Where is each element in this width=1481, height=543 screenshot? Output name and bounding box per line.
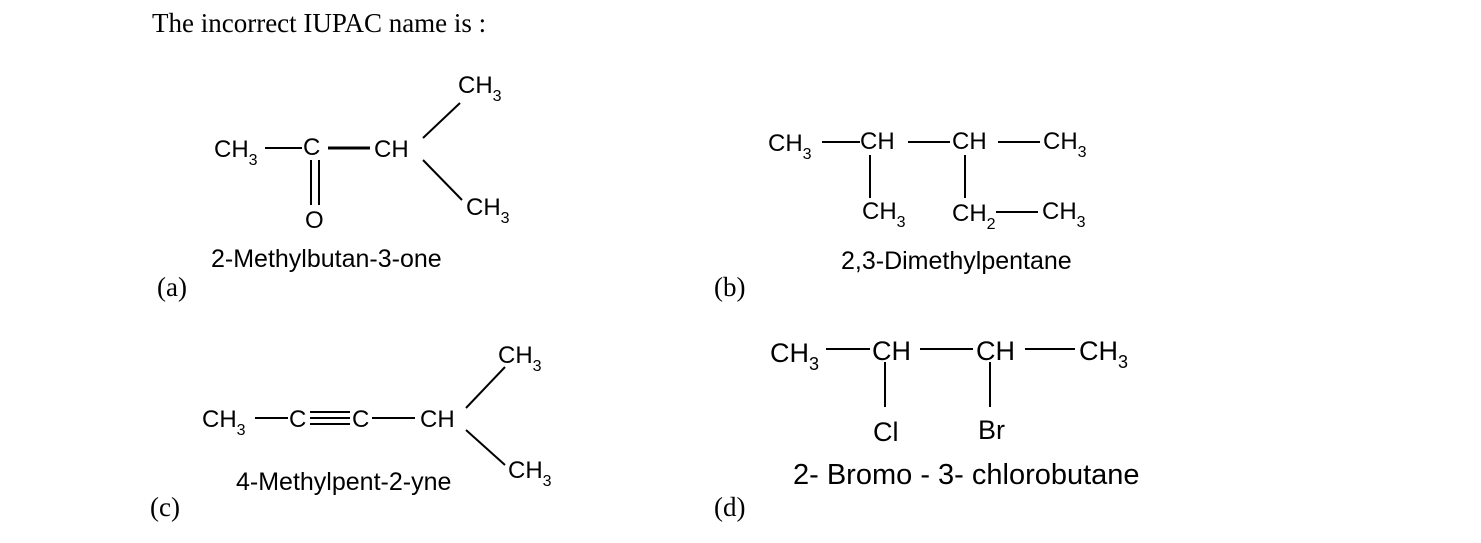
atom-b-ch3-end: CH3 (1042, 198, 1086, 231)
question-text: The incorrect IUPAC name is : (152, 8, 487, 38)
atom-d-br: Br (978, 415, 1005, 445)
name-d: 2- Bromo - 3- chlorobutane (793, 459, 1140, 491)
atom-b-ch-2: CH (860, 128, 895, 155)
atom-d-ch-b: CH (976, 336, 1015, 366)
atom-a-ch3-top: CH3 (458, 72, 502, 105)
option-label-c: (c) (150, 492, 180, 522)
atom-c-c1: C (289, 406, 306, 433)
atom-c-ch3-bottom: CH3 (508, 457, 552, 490)
atom-b-ch-3: CH (952, 128, 987, 155)
atom-a-o: O (305, 207, 324, 234)
atom-d-ch3-left: CH3 (770, 338, 819, 374)
atom-a-ch: CH (374, 136, 409, 163)
atom-b-ch3-branch: CH3 (862, 198, 906, 231)
bond-a-up (422, 102, 461, 139)
atom-b-ch3-left: CH3 (768, 130, 812, 163)
atom-a-ch3-left: CH3 (214, 136, 258, 169)
atom-a-ch3-bottom: CH3 (466, 194, 510, 227)
atom-d-ch-a: CH (872, 336, 911, 366)
bond-c-up (465, 366, 506, 409)
option-label-a: (a) (157, 272, 187, 302)
option-label-b: (b) (714, 272, 746, 302)
atom-d-ch3-right: CH3 (1079, 336, 1128, 372)
atom-b-ch3-right: CH3 (1043, 128, 1087, 161)
name-c: 4-Methylpent-2-yne (236, 468, 452, 496)
atom-b-ch2: CH2 (952, 200, 996, 233)
option-label-d: (d) (714, 492, 746, 522)
atom-c-ch3-left: CH3 (202, 406, 246, 439)
name-a: 2-Methylbutan-3-one (211, 245, 442, 273)
atom-a-c: C (303, 134, 320, 161)
bonds (255, 102, 1075, 466)
atom-d-cl: Cl (873, 417, 899, 447)
bond-c-down (465, 429, 506, 466)
atom-c-ch3-top: CH3 (498, 342, 542, 375)
name-b: 2,3-Dimethylpentane (841, 247, 1072, 275)
atom-c-ch: CH (420, 406, 455, 433)
bond-a-down (422, 159, 463, 201)
atom-c-c2: C (352, 406, 369, 433)
